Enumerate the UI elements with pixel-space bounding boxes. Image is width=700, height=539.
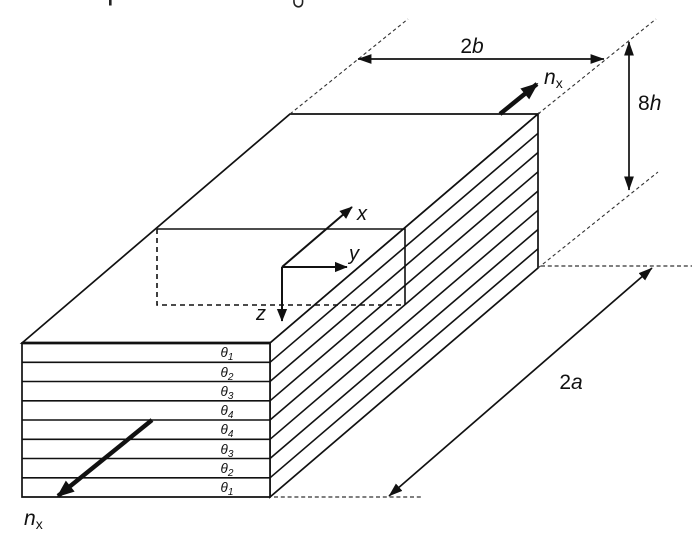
dim-2a-label: 2a [559,371,582,394]
dim-2b-ext-right [537,18,657,115]
nx-label-top: nx [544,66,563,91]
dim-2b-label: 2b [460,35,484,58]
layer-labels: θ1 θ2 θ3 θ4 θ4 θ3 θ2 θ1 [221,345,234,498]
axis-label-z: z [255,303,266,325]
layer-label: θ3 [221,442,234,460]
dim-8h-ext-bottom [537,171,659,269]
cropped-text-fragment [109,0,304,8]
dim-8h-label: 8h [638,92,661,115]
layer-label: θ2 [221,461,234,479]
nx-load-arrow-top [498,82,539,116]
midplane-outline-hidden [156,229,405,306]
layer-label: θ1 [221,345,234,363]
nx-load-arrow-bottom [56,418,154,498]
front-layer-lines [22,361,270,479]
nx-label-bottom: nx [24,507,43,532]
axis-label-y: y [347,243,360,265]
dim-2a-arrow [388,267,653,497]
dim-2b-ext-left [289,18,409,115]
layer-edge-line [269,132,539,363]
layer-label: θ2 [221,365,234,383]
x-axis-arrow [281,206,353,268]
layer-label: θ4 [221,403,234,421]
layer-label: θ4 [221,422,234,440]
layer-label: θ3 [221,384,234,402]
coordinate-axes [276,206,353,322]
layer-edge-line [269,151,539,383]
axis-label-x: x [356,203,368,225]
layer-label: θ1 [221,480,234,498]
